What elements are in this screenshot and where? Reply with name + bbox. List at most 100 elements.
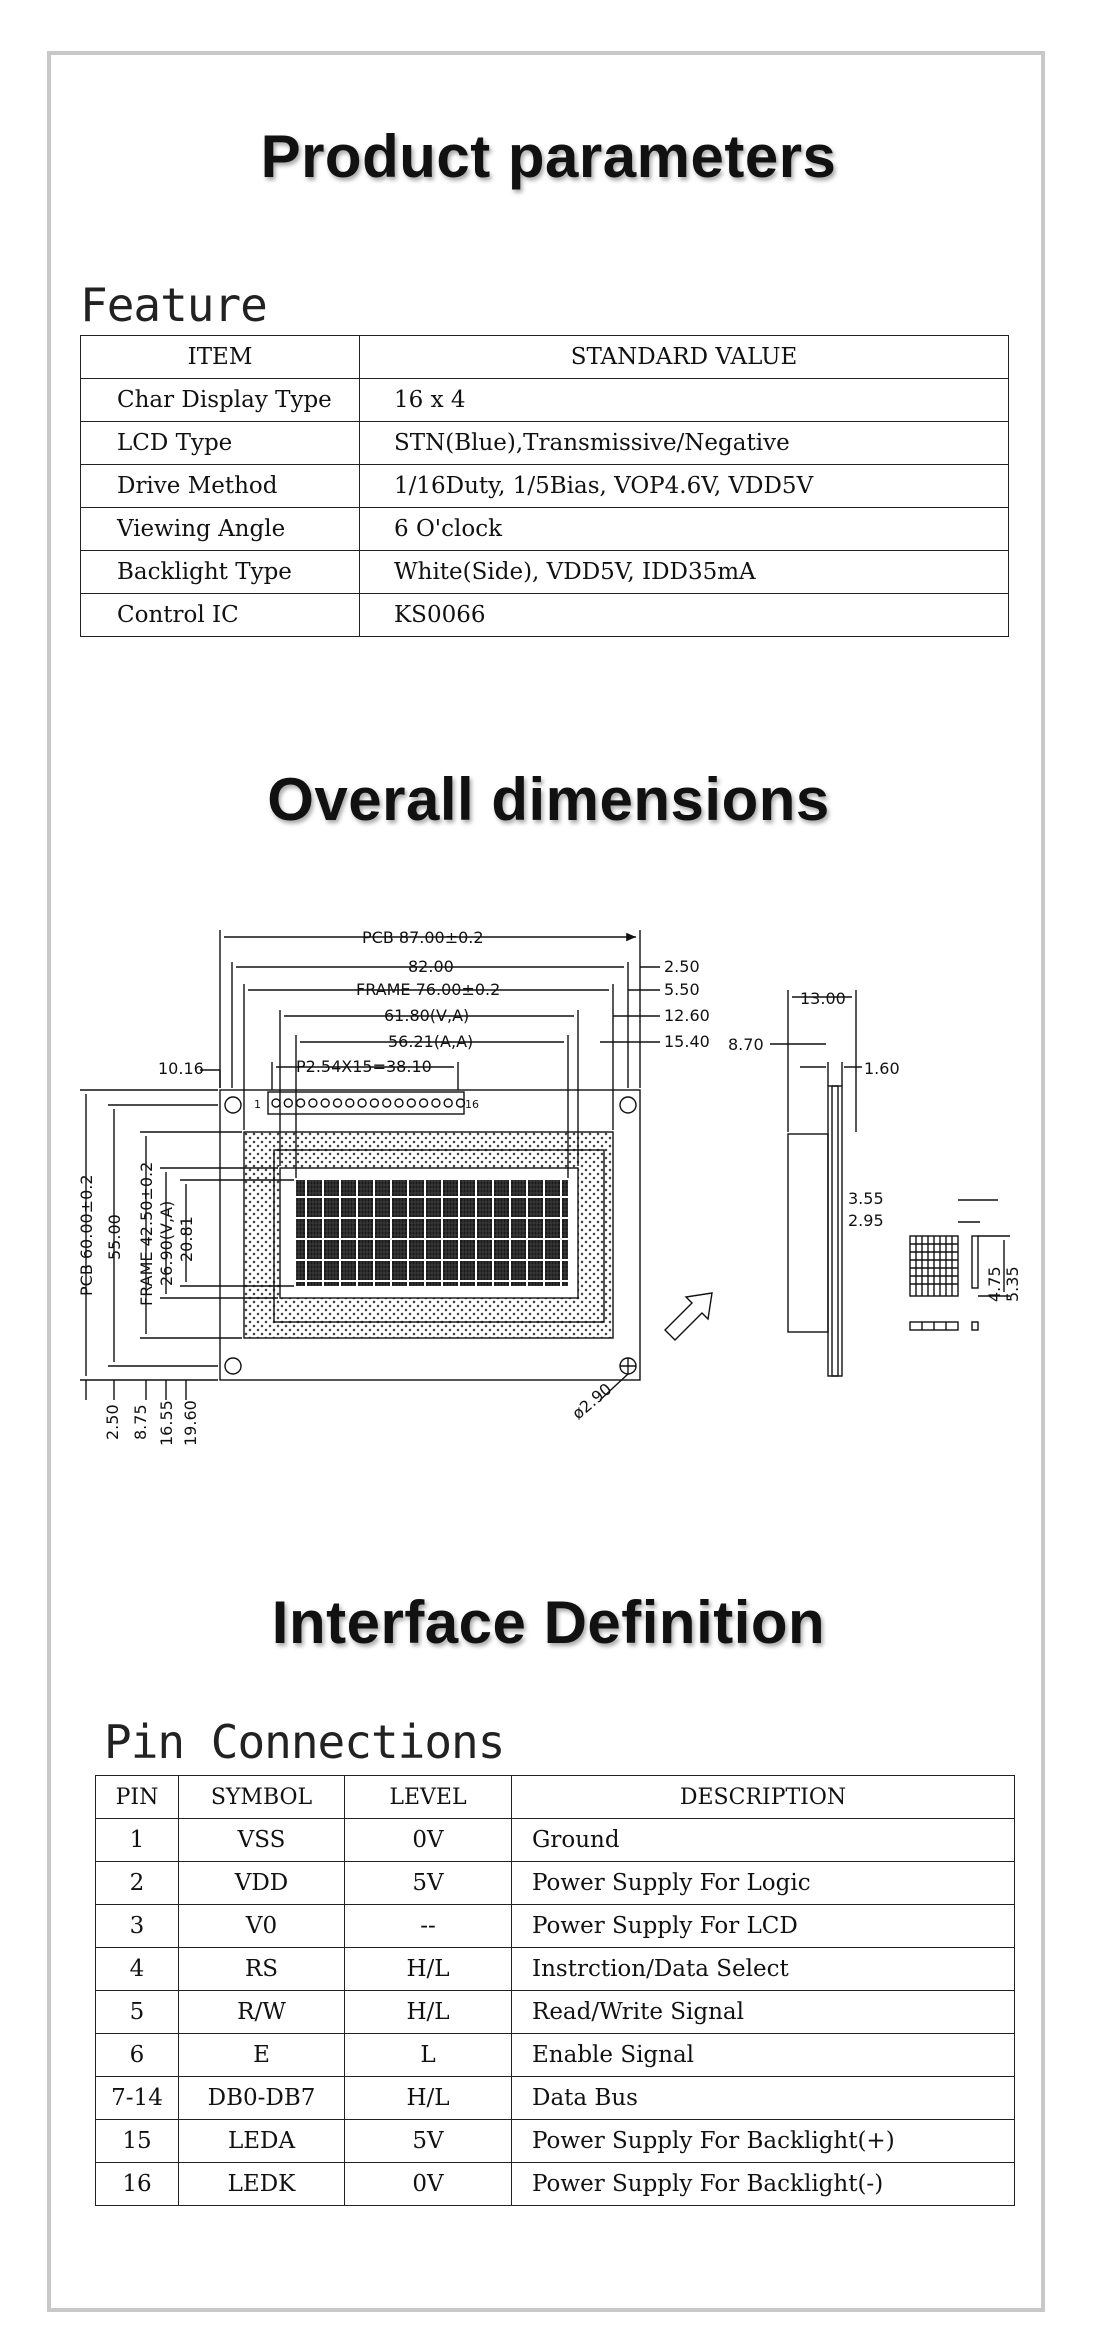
- label-15-40: 15.40: [664, 1032, 710, 1051]
- pin-symbol: V0: [178, 1904, 345, 1948]
- pin-description: Instrction/Data Select: [511, 1947, 1015, 1991]
- pin-number: 4: [95, 1947, 179, 1991]
- active-area: [296, 1180, 568, 1286]
- label-frame-width: FRAME 76.00±0.2: [356, 980, 500, 999]
- pin-description: Enable Signal: [511, 2033, 1015, 2077]
- header-pin: [332, 1098, 343, 1108]
- overall-dimensions-title: Overall dimensions: [267, 766, 830, 833]
- feature-value: 1/16Duty, 1/5Bias, VOP4.6V, VDD5V: [359, 464, 1009, 508]
- pin-header: PIN: [95, 1775, 179, 1819]
- pin-description: Read/Write Signal: [511, 1990, 1015, 2034]
- feature-header-row: ITEM STANDARD VALUE: [80, 335, 1009, 379]
- feature-item: Viewing Angle: [80, 507, 360, 551]
- pin-symbol: LEDA: [178, 2119, 345, 2163]
- pin-symbol: LEDK: [178, 2162, 345, 2206]
- label-pin-1: 1: [254, 1098, 261, 1111]
- description-header: DESCRIPTION: [511, 1775, 1015, 1819]
- feature-value: KS0066: [359, 593, 1009, 637]
- pin-number: 7-14: [95, 2076, 179, 2120]
- feature-item: Backlight Type: [80, 550, 360, 594]
- pin-symbol: VDD: [178, 1861, 345, 1905]
- header-pin: [271, 1098, 281, 1108]
- pin-number: 1: [95, 1818, 179, 1862]
- label-10-16: 10.16: [158, 1059, 204, 1078]
- label-cell-4-75: 4.75: [985, 1266, 1004, 1302]
- label-cell-5-35: 5.35: [1003, 1266, 1022, 1302]
- pin-symbol: R/W: [178, 1990, 345, 2034]
- side-view: [770, 990, 862, 1377]
- label-pcb-width: PCB 87.00±0.2: [362, 928, 484, 947]
- pin-symbol: DB0-DB7: [178, 2076, 345, 2120]
- product-parameters-title: Product parameters: [260, 123, 837, 190]
- label-12-60: 12.60: [664, 1006, 710, 1025]
- label-aa-width: 56.21(A,A): [388, 1032, 473, 1051]
- pin-level: 0V: [344, 2162, 512, 2206]
- header-pin: [443, 1098, 453, 1108]
- label-v-19-60: 19.60: [181, 1400, 200, 1446]
- pin-number: 2: [95, 1861, 179, 1905]
- item-header: ITEM: [80, 335, 360, 379]
- pin-header: [267, 1091, 466, 1115]
- label-pcb-height: PCB 60.00±0.2: [77, 1174, 96, 1296]
- label-55: 55.00: [105, 1214, 124, 1260]
- pin-connections-subtitle: Pin Connections: [104, 1715, 505, 1769]
- label-side-8-70: 8.70: [728, 1035, 764, 1054]
- header-pin: [369, 1098, 380, 1108]
- label-hole: ø2.90: [568, 1379, 615, 1423]
- pin-header-row: PIN SYMBOL LEVEL DESCRIPTION: [95, 1775, 1015, 1819]
- pin-symbol: E: [178, 2033, 345, 2077]
- standard-value-header: STANDARD VALUE: [359, 335, 1009, 379]
- pin-number: 5: [95, 1990, 179, 2034]
- pin-description: Data Bus: [511, 2076, 1015, 2120]
- pin-level: L: [344, 2033, 512, 2077]
- header-pin: [406, 1098, 416, 1108]
- level-header: LEVEL: [344, 1775, 512, 1819]
- label-va-width: 61.80(V,A): [384, 1006, 469, 1025]
- label-va-height: 26.90(V,A): [157, 1201, 176, 1286]
- pin-description: Power Supply For LCD: [511, 1904, 1015, 1948]
- label-2-50: 2.50: [664, 957, 700, 976]
- header-pin: [418, 1098, 429, 1108]
- pin-number: 6: [95, 2033, 179, 2077]
- pin-symbol: RS: [178, 1947, 345, 1991]
- pin-number: 16: [95, 2162, 179, 2206]
- header-pin: [345, 1098, 355, 1108]
- pin-number: 3: [95, 1904, 179, 1948]
- label-v-16-55: 16.55: [157, 1400, 176, 1446]
- pin-symbol: VSS: [178, 1818, 345, 1862]
- label-aa-height: 20.81: [177, 1216, 196, 1262]
- pin-level: 0V: [344, 1818, 512, 1862]
- header-pin: [394, 1098, 404, 1108]
- label-side-1-60: 1.60: [864, 1059, 900, 1078]
- label-pin-pitch: P2.54X15=38.10: [296, 1057, 432, 1076]
- feature-item: Drive Method: [80, 464, 360, 508]
- label-frame-height: FRAME 42.50±0.2: [137, 1162, 156, 1306]
- header-pin: [295, 1098, 306, 1108]
- feature-item: LCD Type: [80, 421, 360, 465]
- pin-description: Power Supply For Logic: [511, 1861, 1015, 1905]
- header-pin: [308, 1098, 318, 1108]
- header-pin: [357, 1098, 367, 1108]
- feature-value: 6 O'clock: [359, 507, 1009, 551]
- label-cell-2-95: 2.95: [848, 1211, 884, 1230]
- pin-number: 15: [95, 2119, 179, 2163]
- pin-level: H/L: [344, 1947, 512, 1991]
- pcb-outline: [219, 1089, 641, 1381]
- header-pin: [283, 1098, 293, 1108]
- dimension-drawing: PCB 87.00±0.2 82.00 FRAME 76.00±0.2 61.8…: [77, 0, 1022, 1446]
- interface-definition-title: Interface Definition: [271, 1589, 826, 1656]
- header-pin: [320, 1098, 330, 1108]
